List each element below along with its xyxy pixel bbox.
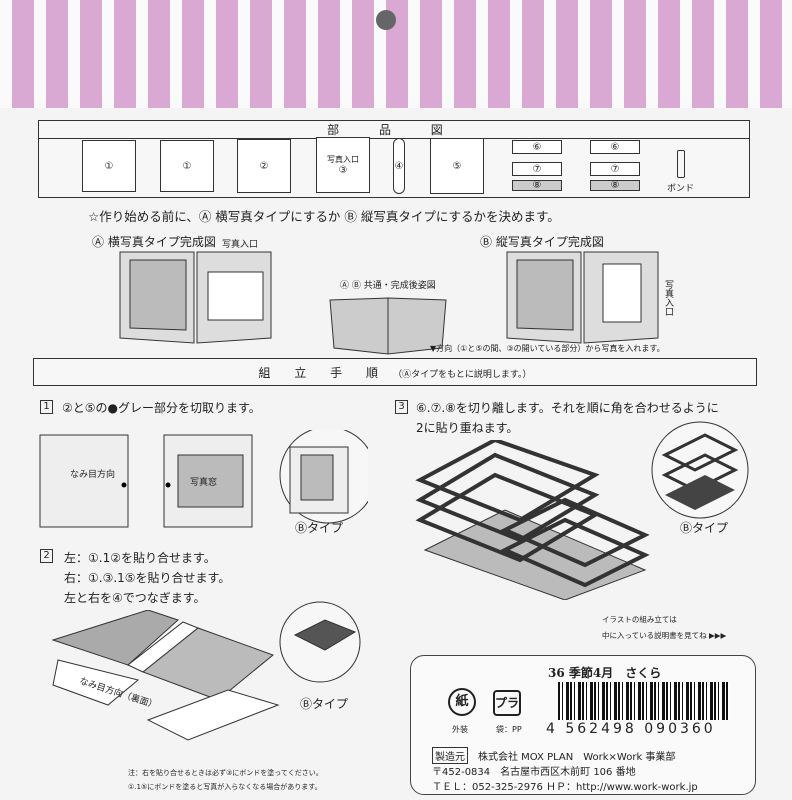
plastic-recycle-icon: プラ bbox=[493, 690, 521, 716]
part-3-number: ③ bbox=[338, 165, 348, 176]
step2-note-2: ①.1⑤にボンドを塗ると写真が入らなくなる場合があります。 bbox=[128, 783, 322, 791]
step3-b-type: Ⓑタイプ bbox=[680, 521, 729, 535]
photo-slot-label: 写真入口 bbox=[327, 155, 359, 164]
maker-address: 〒452-0834 名古屋市西区木前町 106 番地 bbox=[432, 767, 636, 778]
part-1b: ① bbox=[160, 140, 214, 192]
step2-line-2: 右：①.③.1⑤を貼り合せます。 bbox=[64, 571, 231, 585]
barcode bbox=[558, 682, 730, 720]
part-6a: ⑥ bbox=[512, 140, 562, 154]
product-info-box bbox=[410, 655, 756, 795]
step2-b-type-figure bbox=[279, 601, 361, 683]
step1-b-type: Ⓑタイプ bbox=[295, 521, 344, 535]
type-a-slot: 写真入口 bbox=[222, 240, 259, 250]
type-a-title: Ⓐ 横写真タイプ完成図 bbox=[92, 235, 216, 249]
part-7a: ⑦ bbox=[512, 162, 562, 176]
step3-b-type-figure bbox=[651, 421, 749, 519]
bond-label: ボンド bbox=[667, 184, 695, 194]
part-6b: ⑥ bbox=[590, 140, 640, 154]
step2-line-3: 左と右を④でつなぎます。 bbox=[64, 591, 206, 605]
step2-number: 2 bbox=[40, 549, 53, 563]
step1-number: 1 bbox=[40, 400, 53, 414]
parts-header: 部 品 図 bbox=[39, 121, 749, 139]
back-view-figure bbox=[329, 297, 447, 355]
pink-stripe-band bbox=[0, 0, 792, 108]
part-7b: ⑦ bbox=[590, 162, 640, 176]
step3-number: 3 bbox=[395, 400, 408, 414]
part-2: ② bbox=[237, 139, 291, 193]
hang-hole bbox=[376, 10, 396, 30]
assembly-title: 組 立 手 順 bbox=[258, 366, 388, 380]
product-name: 36 季節4月 さくら bbox=[548, 666, 662, 680]
step3-line-2: 2に貼り重ねます。 bbox=[416, 421, 519, 435]
part-4: ④ bbox=[393, 138, 405, 194]
step1-figures bbox=[39, 430, 368, 528]
assembly-subtitle: （Ⓐタイプをもとに説明します。） bbox=[393, 370, 532, 380]
maker-label: 製造元 bbox=[432, 747, 468, 764]
common-title: Ⓐ Ⓑ 共通・完成後姿図 bbox=[340, 281, 436, 291]
illust-note-2: 中に入っている説明書を見てね ▶▶▶ bbox=[602, 631, 727, 640]
step3-line-1: ⑥.⑦.⑧を切り離します。それを順に角を合わせるように bbox=[416, 401, 719, 415]
type-b-figure bbox=[506, 251, 659, 344]
maker-contact: ＴＥＬ：052-325-2976 ＨＰ：http://www.work-work… bbox=[432, 782, 698, 793]
step2-figure bbox=[51, 610, 280, 741]
step1-window-label: 写真窓 bbox=[190, 478, 218, 488]
part-1a: ① bbox=[82, 140, 136, 192]
step2-note-1: 注：右を貼り合せるときは必ず③にボンドを塗ってください。 bbox=[128, 769, 323, 777]
part-5: ⑤ bbox=[430, 138, 484, 194]
paper-recycle-label: 外装 bbox=[452, 725, 468, 734]
insert-note: ▼方向（①と⑤の間、③の開いている部分）から写真を入れます。 bbox=[430, 344, 665, 353]
maker-name: 株式会社 MOX PLAN Work×Work 事業部 bbox=[478, 752, 676, 763]
illust-note-1: イラストの組み立ては bbox=[602, 615, 677, 624]
part-8a: ⑧ bbox=[512, 180, 562, 191]
type-b-slot: 写真入口 bbox=[663, 280, 673, 316]
step3-figure bbox=[415, 440, 650, 600]
barcode-number: 4 562498 090360 bbox=[546, 721, 716, 737]
type-b-title: Ⓑ 縦写真タイプ完成図 bbox=[480, 235, 604, 249]
step1-text: ②と⑤の●グレー部分を切取ります。 bbox=[62, 401, 261, 415]
step1-grain-label: なみ目方向 bbox=[70, 470, 116, 480]
plastic-recycle-label: 袋：PP bbox=[496, 725, 522, 734]
paper-recycle-icon: 紙 bbox=[448, 688, 476, 716]
step2-line-1: 左：①.1②を貼り合せます。 bbox=[64, 551, 216, 565]
type-a-figure bbox=[119, 251, 272, 344]
part-8b: ⑧ bbox=[590, 180, 640, 191]
intro-text: ☆作り始める前に、Ⓐ 横写真タイプにするか Ⓑ 縦写真タイプにするかを決めます。 bbox=[88, 209, 560, 224]
step2-b-type: Ⓑタイプ bbox=[300, 697, 349, 711]
assembly-header: 組 立 手 順 （Ⓐタイプをもとに説明します。） bbox=[33, 358, 757, 386]
bond-icon bbox=[677, 150, 685, 178]
